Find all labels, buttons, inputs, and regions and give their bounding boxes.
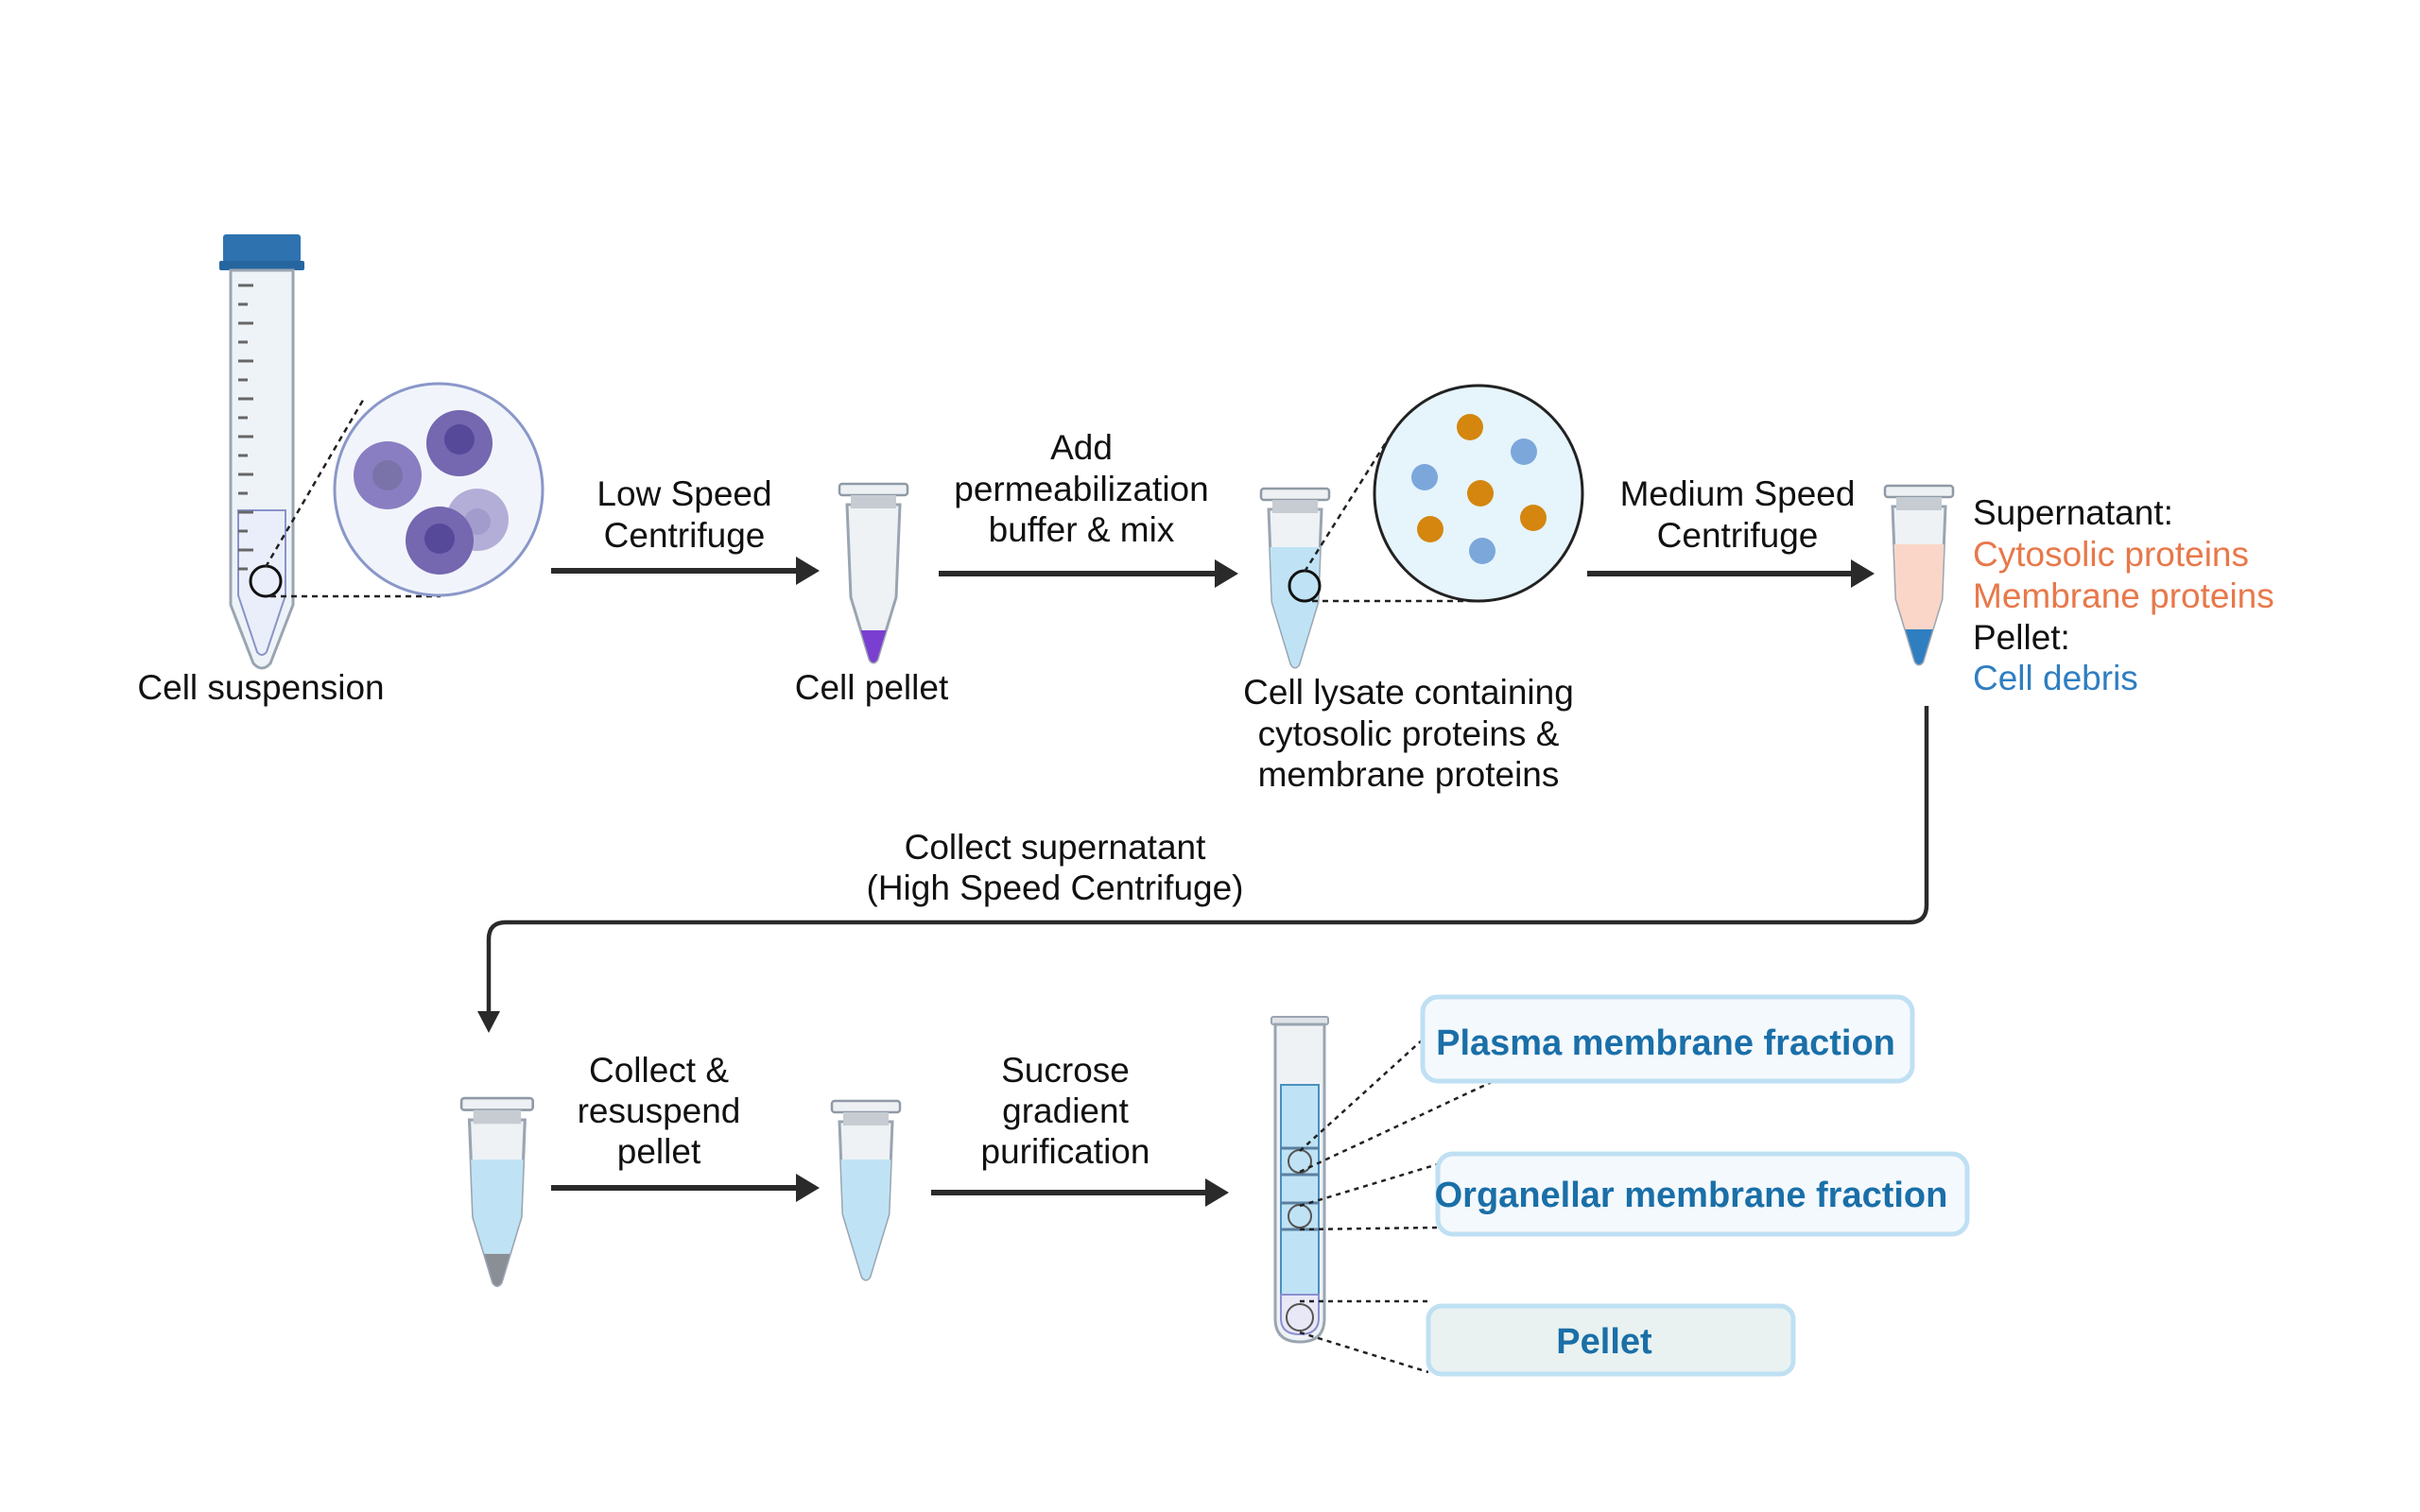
label-pellet-step: pellet: [617, 1132, 701, 1171]
arrow-low-speed: [551, 557, 820, 585]
pellet-fraction-box: Pellet: [1426, 1303, 1796, 1377]
label-add: Add: [1050, 428, 1113, 467]
label-plasma-membrane-fraction: Plasma membrane fraction: [1436, 1023, 1895, 1063]
arrow-sucrose: [931, 1178, 1229, 1207]
connector-arrow: [477, 706, 1929, 1033]
label-pellet-heading: Pellet:: [1973, 618, 2070, 657]
cells-magnified-icon: [333, 382, 544, 597]
organellar-membrane-fraction-box: Organellar membrane fraction: [1435, 1151, 1970, 1237]
label-centrifuge-2: Centrifuge: [1657, 516, 1819, 555]
gradient-tube-icon: [1270, 1016, 1329, 1344]
label-lysate-2: cytosolic proteins &: [1258, 714, 1560, 753]
microtube-resuspended-icon: [830, 1099, 902, 1281]
label-medium-speed: Medium Speed: [1620, 474, 1856, 513]
label-cytosolic-proteins: Cytosolic proteins: [1973, 535, 2249, 574]
arrow-resuspend: [551, 1174, 820, 1202]
label-organellar-membrane-fraction: Organellar membrane fraction: [1435, 1176, 1948, 1215]
label-supernatant: Supernatant:: [1973, 493, 2173, 532]
label-cell-pellet: Cell pellet: [795, 668, 949, 707]
label-lysate-3: membrane proteins: [1258, 755, 1560, 794]
label-permeabilization: permeabilization: [954, 470, 1208, 508]
microtube-lysate-icon: [1259, 487, 1331, 669]
label-purification: purification: [981, 1132, 1150, 1171]
label-cell-suspension: Cell suspension: [137, 668, 384, 707]
plasma-membrane-fraction-box: Plasma membrane fraction: [1420, 994, 1915, 1084]
label-buffer-mix: buffer & mix: [989, 510, 1175, 549]
proteins-magnified-icon: [1373, 384, 1584, 603]
label-collect: Collect &: [589, 1051, 729, 1090]
label-sucrose: Sucrose: [1001, 1051, 1130, 1090]
label-high-speed: (High Speed Centrifuge): [867, 868, 1244, 907]
zoom-lines: [264, 396, 441, 598]
falcon-tube-icon: [219, 234, 304, 670]
label-low-speed: Low Speed: [596, 474, 771, 513]
microtube-separated-icon: [1883, 484, 1955, 666]
arrow-medium-speed: [1587, 559, 1875, 588]
label-gradient: gradient: [1002, 1091, 1129, 1130]
label-pellet-fraction: Pellet: [1556, 1322, 1652, 1362]
zoom-lines-2: [1303, 436, 1475, 603]
label-membrane-proteins: Membrane proteins: [1973, 576, 2274, 615]
label-resuspend: resuspend: [578, 1091, 741, 1130]
label-cell-debris: Cell debris: [1973, 659, 2138, 697]
label-lysate-1: Cell lysate containing: [1243, 673, 1574, 712]
microtube-cell-pellet-icon: [838, 482, 909, 664]
label-collect-supernatant: Collect supernatant: [905, 828, 1207, 867]
arrow-add-buffer: [939, 559, 1238, 588]
fraction-pointer-lines: [1299, 1039, 1495, 1374]
microtube-high-speed-icon: [459, 1096, 535, 1287]
label-centrifuge-1: Centrifuge: [604, 516, 766, 555]
